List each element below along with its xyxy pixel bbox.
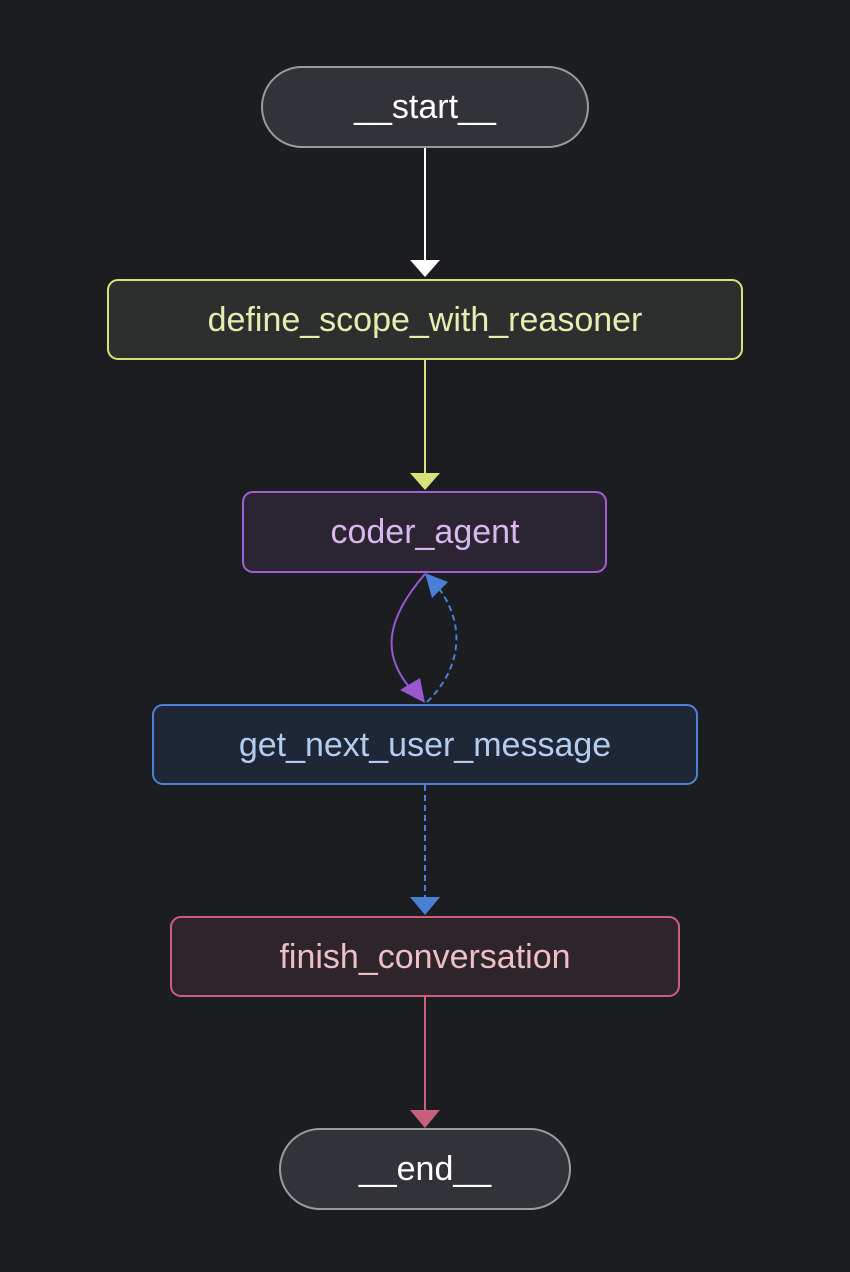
arrowhead-coder-agent: [410, 473, 440, 490]
arrowhead-end: [410, 1110, 440, 1128]
node-finish-conversation-label: finish_conversation: [279, 938, 570, 976]
node-start[interactable]: __start__: [261, 66, 589, 148]
edge-get-next-user-message-to-coder-agent: [426, 589, 458, 703]
node-define-scope-shape: [107, 279, 743, 360]
node-start-shape: [261, 66, 589, 148]
node-get-next-user-message[interactable]: get_next_user_message: [152, 704, 698, 785]
node-get-next-user-message-shape: [152, 704, 698, 785]
node-get-next-user-message-label: get_next_user_message: [239, 726, 611, 764]
arrowhead-finish-conversation: [410, 897, 440, 915]
arrowhead-coder-agent-return: [425, 573, 448, 598]
edge-coder-agent-to-get-next-user-message: [390, 573, 426, 689]
node-end-label: __end__: [358, 1150, 492, 1188]
node-coder-agent[interactable]: coder_agent: [242, 491, 607, 573]
node-start-label: __start__: [353, 88, 497, 126]
node-coder-agent-shape: [242, 491, 607, 573]
node-define-scope-label: define_scope_with_reasoner: [208, 301, 643, 339]
node-define-scope-with-reasoner[interactable]: define_scope_with_reasoner: [107, 279, 743, 360]
node-end[interactable]: __end__: [279, 1128, 571, 1210]
arrowhead-define-scope: [410, 260, 440, 277]
node-coder-agent-label: coder_agent: [330, 513, 520, 551]
node-end-shape: [279, 1128, 571, 1210]
node-finish-conversation-shape: [170, 916, 680, 997]
arrowhead-get-next-user-message: [400, 678, 425, 703]
edges: [390, 147, 458, 1128]
node-finish-conversation[interactable]: finish_conversation: [170, 916, 680, 997]
nodes: __start__ define_scope_with_reasoner cod…: [107, 66, 743, 1210]
